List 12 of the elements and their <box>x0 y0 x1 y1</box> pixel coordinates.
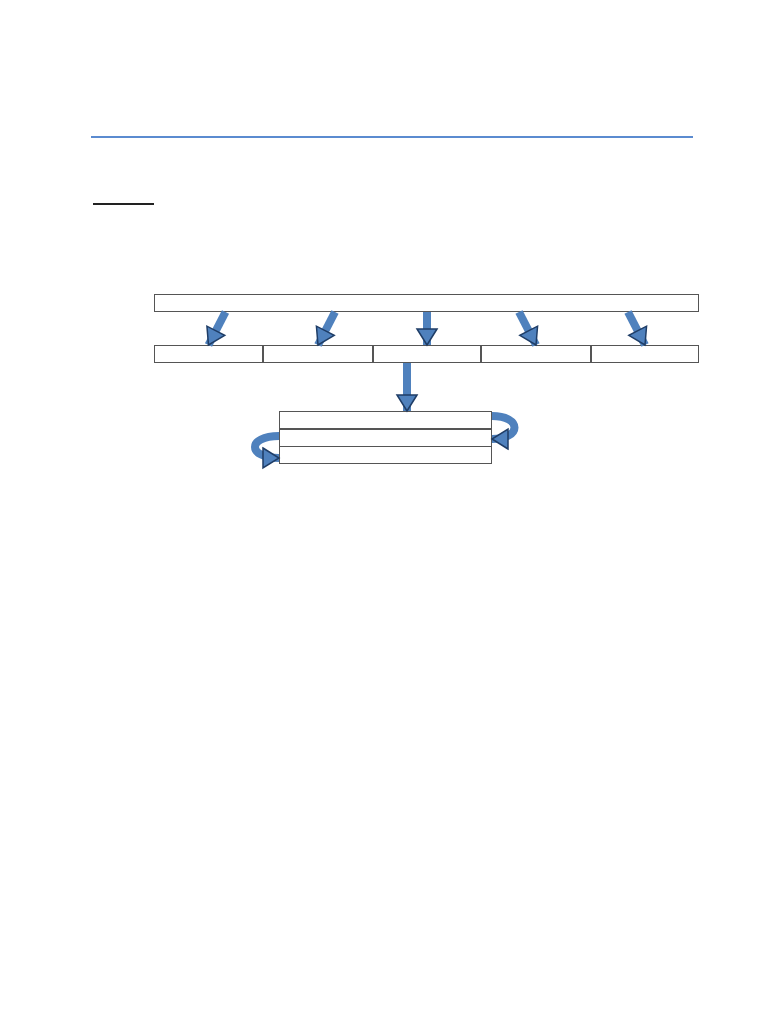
block-arrow <box>491 412 519 449</box>
empty-box <box>279 411 492 429</box>
block-arrow <box>396 363 418 412</box>
block-arrow <box>416 312 438 346</box>
block-arrow <box>204 310 230 347</box>
empty-box <box>154 294 699 312</box>
block-arrow <box>515 310 540 347</box>
block-arrow <box>624 310 649 347</box>
block-arrow <box>314 310 339 347</box>
empty-box <box>279 446 492 464</box>
empty-box <box>279 429 492 447</box>
block-arrow <box>251 432 280 468</box>
